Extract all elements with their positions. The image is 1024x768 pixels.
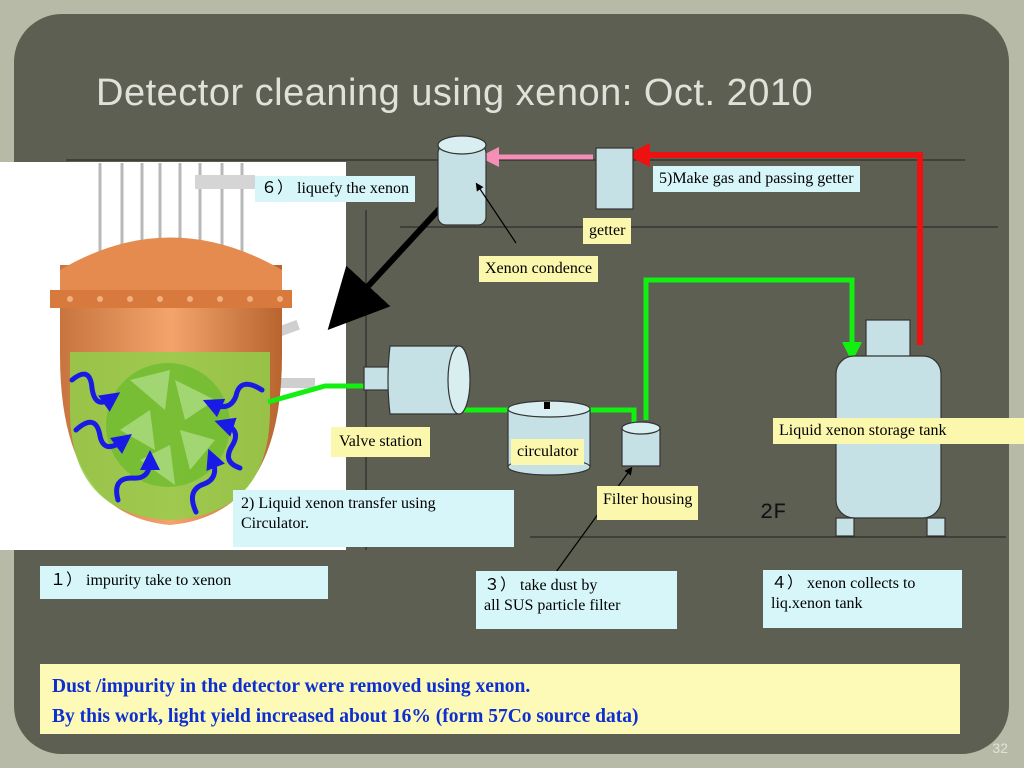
label-getter: getter [583,218,632,244]
summary-line1: Dust /impurity in the detector were remo… [52,676,531,697]
detector-image [0,162,346,550]
xenon-condenser [437,135,487,226]
summary-box: Dust /impurity in the detector were remo… [40,664,960,734]
valve-station [363,345,471,415]
label-collects-line2: liq.xenon tank [771,595,863,612]
impurity-arrows [69,371,265,515]
slide-title: Detector cleaning using xenon: Oct. 2010 [96,72,814,114]
label-dust-line2: all SUS particle filter [484,597,621,614]
label-floor-2f: 2F [760,500,787,525]
label-xenon-condence: Xenon condence [479,256,599,282]
label-collects: ４） xenon collects to liq.xenon tank [763,570,962,628]
label-storage-tank: Liquid xenon storage tank [773,418,1024,444]
summary-line2: By this work, light yield increased abou… [52,706,639,728]
label-filter-housing: Filter housing [597,486,699,520]
condence-pointer [475,182,517,244]
label-valve-station: Valve station [331,427,431,457]
label-transfer-line1: 2) Liquid xenon transfer using [241,495,436,512]
label-getter-flow: 5)Make gas and passing getter [653,166,860,192]
label-circulator: circulator [511,439,585,465]
label-collects-line1: ４） xenon collects to [771,575,916,592]
getter-unit [595,147,634,210]
liquefy-arrow [327,202,446,331]
label-liquefy: ６） liquefy the xenon [255,176,415,202]
slide-number: 32 [992,740,1008,756]
label-transfer-line2: Circulator. [241,515,309,532]
filter-housing-unit [621,421,661,467]
label-impurity: １） impurity take to xenon [40,566,328,599]
label-dust: ３） take dust by all SUS particle filter [476,571,677,629]
red-gas-line [626,143,923,345]
label-transfer: 2) Liquid xenon transfer using Circulato… [233,490,514,547]
label-dust-line1: ３） take dust by [484,577,598,594]
